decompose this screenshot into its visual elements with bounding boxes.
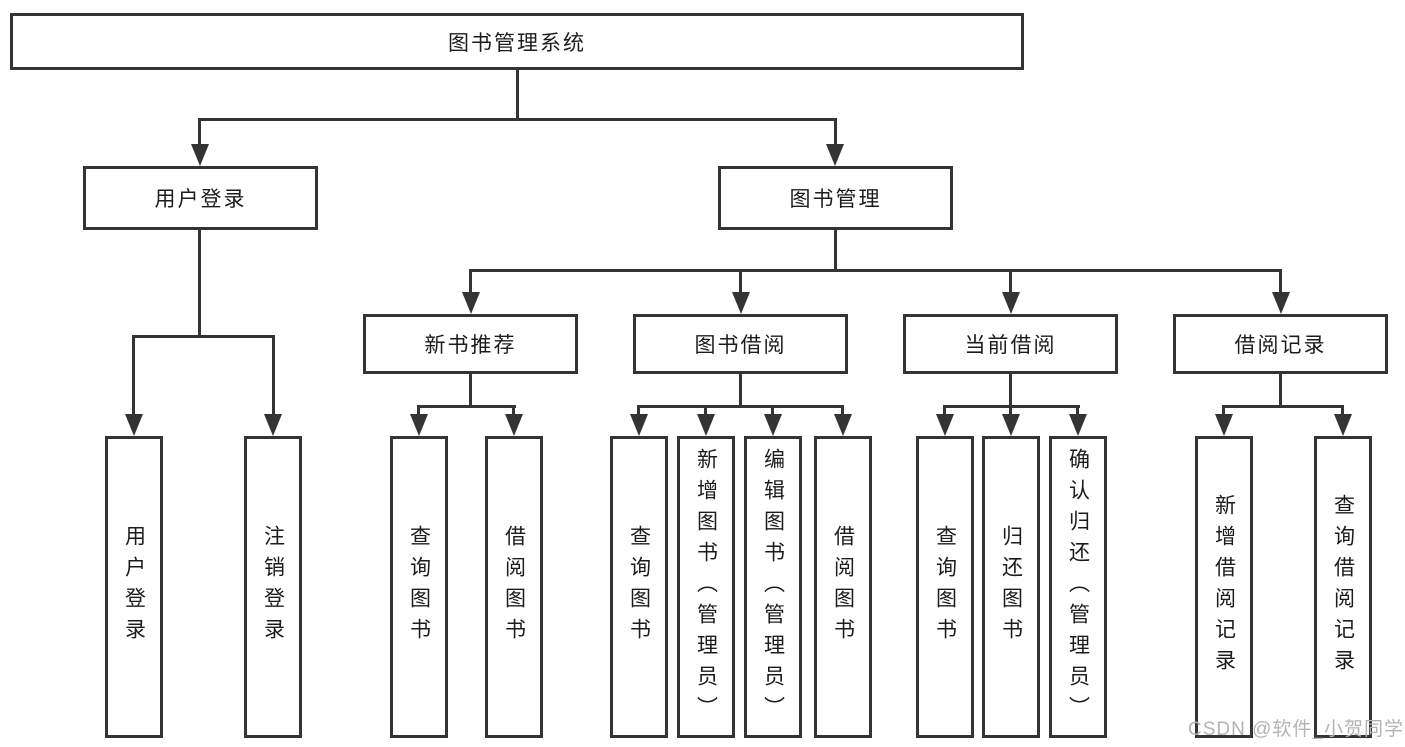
connector-vline [841,405,844,418]
connector-vline [739,269,742,296]
arrow-down-icon [764,414,782,436]
arrow-down-icon [191,144,209,166]
arrow-down-icon [1069,414,1087,436]
connector-vline [198,118,201,148]
leaf-bb-borrow-books: 借阅图书 [814,436,872,738]
leaf-cb-return-books: 归还图书 [982,436,1040,738]
connector-hline [418,405,516,408]
leaf-nb-borrow-books: 借阅图书 [485,436,543,738]
leaf-logout: 注销登录 [244,436,302,738]
arrow-down-icon [462,292,480,314]
node-book-management: 图书管理 [718,166,953,230]
arrow-down-icon [630,414,648,436]
connector-hline [1222,405,1344,408]
connector-vline [469,374,472,407]
connector-vline [132,335,135,418]
arrow-down-icon [834,414,852,436]
leaf-user-login: 用户登录 [105,436,163,738]
arrow-down-icon [264,414,282,436]
connector-vline [637,405,640,418]
arrow-down-icon [125,414,143,436]
arrow-down-icon [936,414,954,436]
connector-vline [1341,405,1344,418]
arrow-down-icon [1272,292,1290,314]
connector-vline [834,118,837,148]
leaf-br-query-record: 查询借阅记录 [1314,436,1372,738]
connector-vline [417,405,420,418]
connector-vline [771,405,774,418]
node-book-borrowing: 图书借阅 [633,314,848,374]
connector-vline [1076,405,1079,418]
connector-hline [469,269,1282,272]
connector-hline [132,335,275,338]
connector-vline [704,405,707,418]
connector-vline [1222,405,1225,418]
arrow-down-icon [1002,292,1020,314]
arrow-down-icon [1334,414,1352,436]
arrow-down-icon [505,414,523,436]
connector-vline [739,374,742,407]
leaf-cb-query-books: 查询图书 [916,436,974,738]
arrow-down-icon [1215,414,1233,436]
leaf-cb-confirm-return: 确认归还（管理员） [1049,436,1107,738]
arrow-down-icon [826,144,844,166]
leaf-bb-query-books: 查询图书 [610,436,668,738]
connector-vline [512,405,515,418]
connector-hline [198,118,837,121]
arrow-down-icon [697,414,715,436]
node-root: 图书管理系统 [10,13,1024,70]
leaf-bb-add-books: 新增图书（管理员） [677,436,735,738]
arrow-down-icon [732,292,750,314]
connector-vline [469,269,472,296]
leaf-bb-edit-books: 编辑图书（管理员） [744,436,802,738]
connector-vline [1009,269,1012,296]
node-user-login: 用户登录 [83,166,318,230]
node-new-book-recommend: 新书推荐 [363,314,578,374]
connector-vline [1009,374,1012,407]
arrow-down-icon [1002,414,1020,436]
leaf-nb-query-books: 查询图书 [390,436,448,738]
connector-vline [272,335,275,418]
connector-vline [516,70,519,118]
connector-vline [834,230,837,271]
leaf-br-add-record: 新增借阅记录 [1195,436,1253,738]
connector-vline [198,230,201,335]
connector-vline [1279,374,1282,407]
node-current-borrowing: 当前借阅 [903,314,1118,374]
connector-hline [637,405,844,408]
connector-vline [1009,405,1012,418]
watermark: CSDN @软件_小贺同学 [1188,719,1404,740]
arrow-down-icon [410,414,428,436]
connector-vline [1279,269,1282,296]
connector-vline [943,405,946,418]
node-borrow-records: 借阅记录 [1173,314,1388,374]
